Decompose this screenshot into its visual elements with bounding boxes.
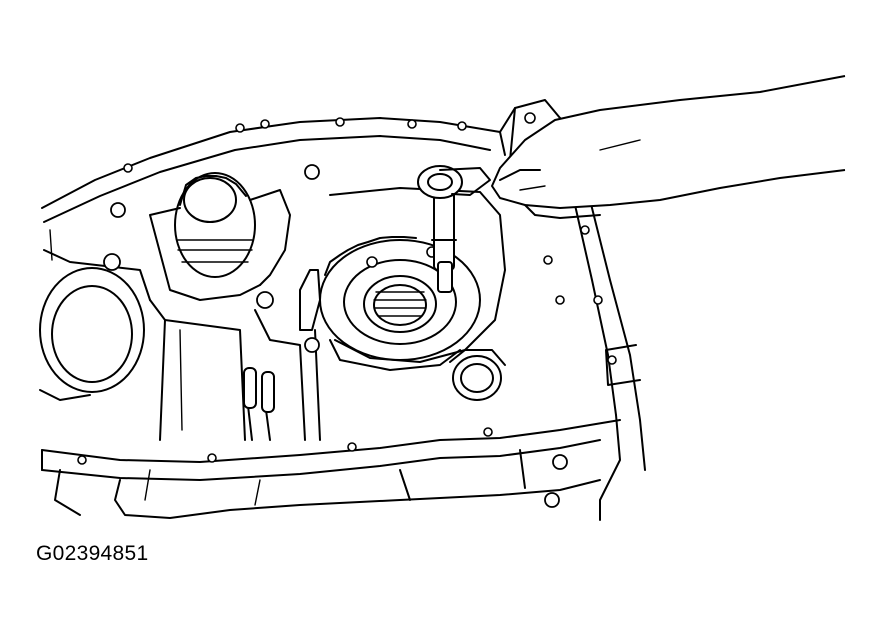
- differential-gear: [149, 172, 291, 301]
- flange-holes-upper: [123, 112, 536, 173]
- socket-wrench: [417, 165, 491, 293]
- hand: [491, 75, 846, 219]
- case-lower-body: [54, 449, 601, 519]
- flange-holes-right: [543, 225, 617, 365]
- central-gear-assembly: [299, 187, 506, 371]
- case-bolts: [103, 164, 568, 508]
- left-bearing-bore: [39, 229, 151, 401]
- internal-ribs: [149, 299, 321, 441]
- oil-seal: [449, 349, 506, 401]
- figure-code: G02394851: [36, 542, 149, 565]
- case-lower-flange: [41, 419, 621, 481]
- flange-holes-lower: [77, 427, 493, 465]
- dowel-pins: [243, 367, 275, 413]
